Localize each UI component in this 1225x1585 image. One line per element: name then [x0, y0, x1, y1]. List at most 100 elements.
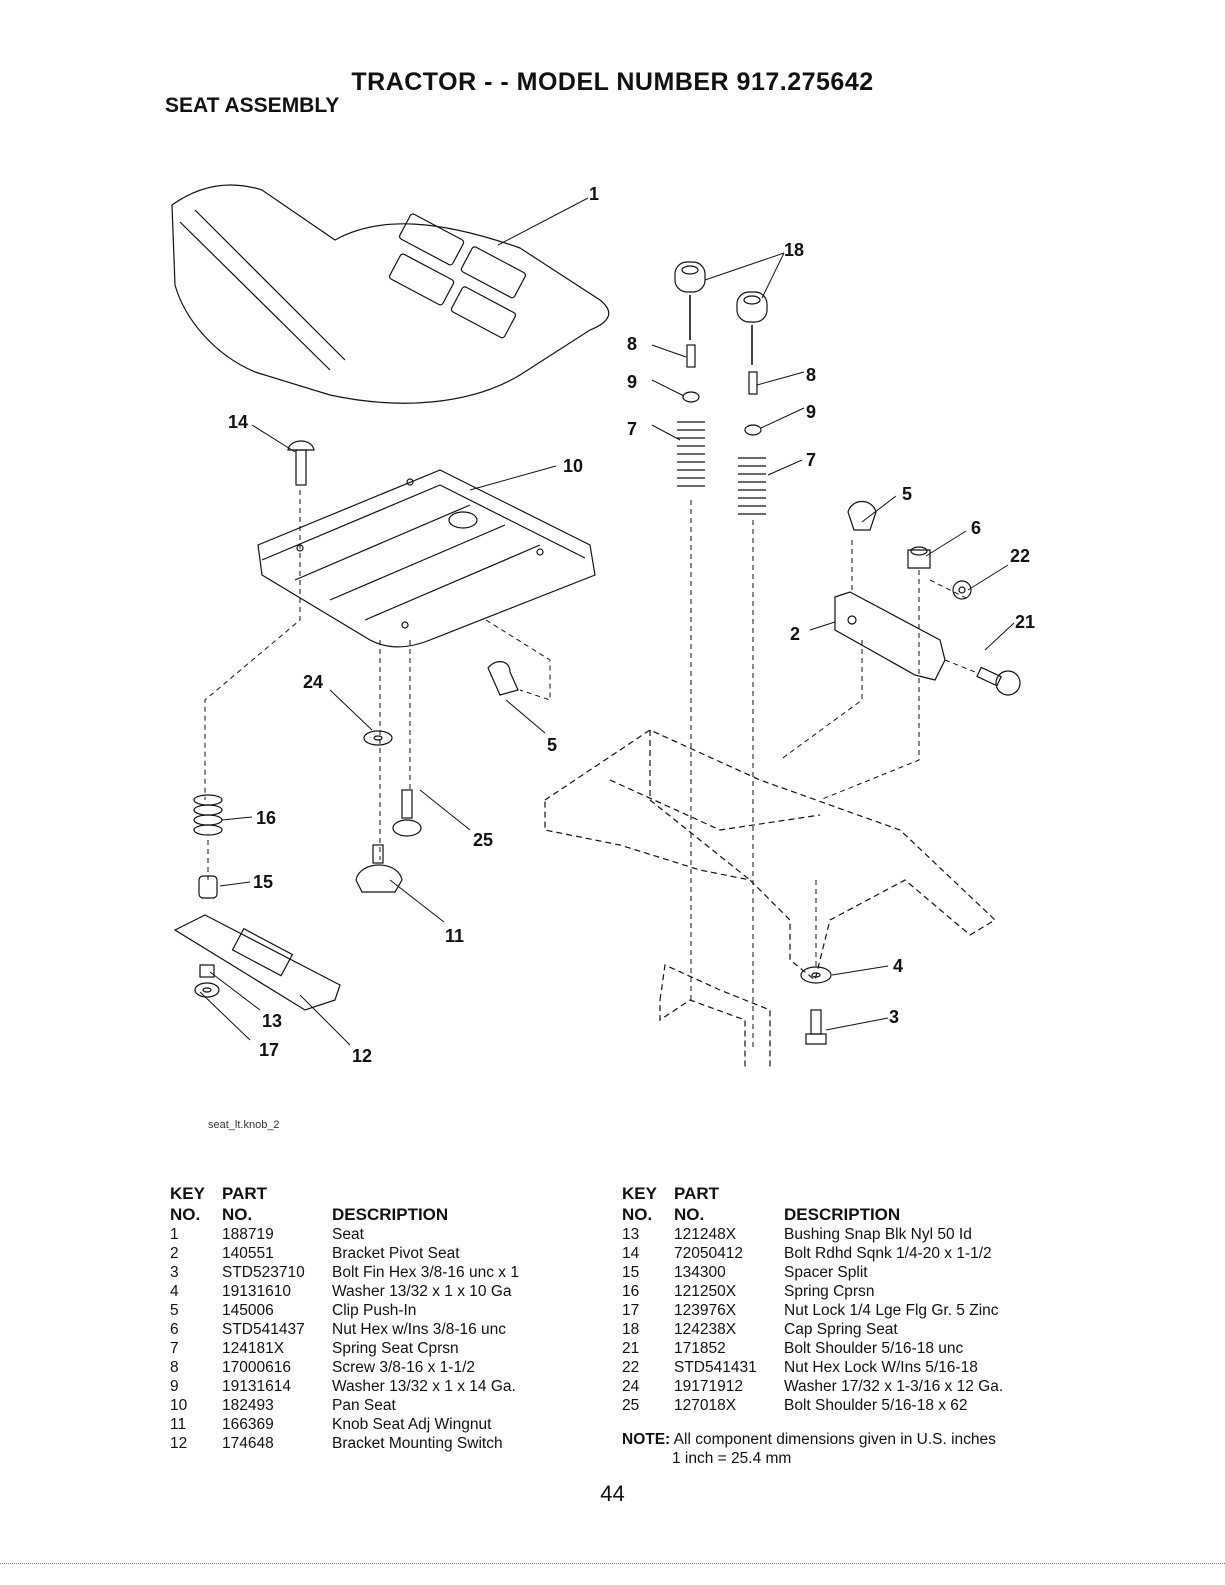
part-description: Washer 17/32 x 1-3/16 x 12 Ga.: [784, 1378, 1004, 1395]
part-description: Pan Seat: [332, 1397, 396, 1414]
header-key-line1: KEY: [170, 1184, 205, 1203]
part-number: STD541437: [222, 1321, 305, 1338]
washer-24-drawing: [363, 730, 393, 746]
key-number: 2: [170, 1245, 179, 1262]
part-number: 124238X: [674, 1321, 737, 1338]
note-label: NOTE:: [622, 1431, 671, 1448]
part-number: 121250X: [674, 1283, 737, 1300]
part-number: STD523710: [222, 1264, 305, 1281]
part-number: 19131614: [222, 1378, 291, 1395]
callout-8: 8: [627, 334, 637, 354]
parts-row: 11 166369 Knob Seat Adj Wingnut: [170, 1415, 519, 1434]
spring-16-drawing: [193, 794, 223, 836]
part-description: Spring Seat Cprsn: [332, 1340, 459, 1357]
part-description: Nut Lock 1/4 Lge Flg Gr. 5 Zinc: [784, 1302, 999, 1319]
part-number: 166369: [222, 1416, 274, 1433]
callout-21: 21: [1015, 612, 1035, 632]
part-description: Washer 13/32 x 1 x 10 Ga: [332, 1283, 512, 1300]
exploded-parts-diagram: 1 18 8 9 7 8 9 7 14 10 5 6 22 21 2 24 5 …: [171, 184, 1035, 1070]
part-number: 127018X: [674, 1397, 737, 1414]
bolt-21-drawing: [976, 666, 1021, 696]
spring-7-drawing: [677, 421, 766, 515]
callout-leader-lines: [199, 197, 1015, 1046]
units-note: NOTE: All component dimensions given in …: [622, 1430, 996, 1468]
seat-pan-drawing: [257, 469, 596, 648]
nut-17-drawing: [194, 982, 220, 998]
callout-6: 6: [971, 518, 981, 538]
header-part-line1: PART: [222, 1184, 268, 1203]
nut-13-drawing: [199, 964, 215, 978]
header-part-line2: NO.: [222, 1205, 253, 1224]
callout-2: 2: [790, 624, 800, 644]
key-number: 6: [170, 1321, 179, 1338]
note-line2: 1 inch = 25.4 mm: [672, 1450, 792, 1467]
callout-1: 1: [589, 184, 599, 204]
part-description: Seat: [332, 1226, 364, 1243]
key-number: 13: [622, 1226, 640, 1243]
key-number: 21: [622, 1340, 640, 1357]
key-number: 17: [622, 1302, 640, 1319]
key-number: 24: [622, 1378, 640, 1395]
part-description: Bolt Shoulder 5/16-18 x 62: [784, 1397, 968, 1414]
callout-9: 9: [627, 372, 637, 392]
part-description: Clip Push-In: [332, 1302, 417, 1319]
part-description: Bracket Mounting Switch: [332, 1435, 503, 1452]
part-description: Knob Seat Adj Wingnut: [332, 1416, 492, 1433]
page-title: TRACTOR - - MODEL NUMBER 917.275642: [351, 68, 874, 96]
header-key-line2: NO.: [170, 1205, 201, 1224]
callout-8b: 8: [806, 365, 816, 385]
parts-row: 24 19171912 Washer 17/32 x 1-3/16 x 12 Ga.: [622, 1377, 1003, 1396]
part-number: 188719: [222, 1226, 274, 1243]
callout-7b: 7: [806, 450, 816, 470]
header-key-line1: KEY: [622, 1184, 657, 1203]
clip-5-drawing: [487, 661, 519, 696]
knob-11-drawing: [355, 844, 403, 893]
clip-5b-drawing: [847, 500, 877, 531]
callout-labels: 1 18 8 9 7 8 9 7 14 10 5 6 22 21 2 24 5 …: [228, 184, 1035, 1066]
part-number: 121248X: [674, 1226, 737, 1243]
part-number: 19171912: [674, 1378, 743, 1395]
nut-6-drawing: [907, 546, 931, 569]
part-number: STD541431: [674, 1359, 757, 1376]
part-description: Screw 3/8-16 x 1-1/2: [332, 1359, 476, 1376]
part-number: 124181X: [222, 1340, 285, 1357]
section-subtitle: SEAT ASSEMBLY: [165, 94, 340, 117]
part-number: 17000616: [222, 1359, 291, 1376]
bolt-14-drawing: [287, 440, 315, 486]
part-description: Spring Cprsn: [784, 1283, 875, 1300]
callout-16: 16: [256, 808, 276, 828]
callout-13: 13: [262, 1011, 282, 1031]
callout-25: 25: [473, 830, 493, 850]
nut-22-drawing: [952, 580, 972, 600]
part-number: 140551: [222, 1245, 274, 1262]
part-description: Bolt Rdhd Sqnk 1/4-20 x 1-1/2: [784, 1245, 992, 1262]
callout-12: 12: [352, 1046, 372, 1066]
cap-guide-lines: [689, 295, 753, 365]
frame-drawing: [544, 729, 996, 1070]
bolt-25-drawing: [392, 789, 422, 837]
callout-7: 7: [627, 419, 637, 439]
part-number: 145006: [222, 1302, 274, 1319]
key-number: 9: [170, 1378, 179, 1395]
header-description: DESCRIPTION: [332, 1205, 449, 1224]
part-number: 72050412: [674, 1245, 743, 1262]
callout-9b: 9: [806, 402, 816, 422]
bracket-2-drawing: [834, 591, 946, 681]
key-number: 11: [170, 1416, 187, 1433]
part-description: Washer 13/32 x 1 x 14 Ga.: [332, 1378, 516, 1395]
